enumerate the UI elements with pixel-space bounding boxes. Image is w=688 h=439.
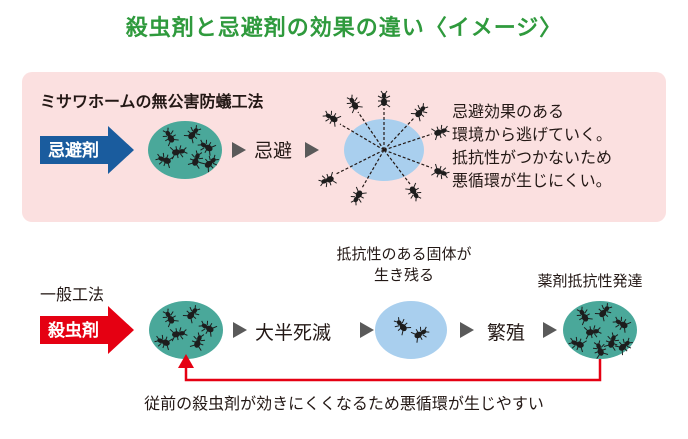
repellent-arrow-label: 忌避剤 (48, 140, 99, 161)
description-line: 悪循環が生じにくい。 (452, 171, 612, 190)
note-line: 抵抗性のある固体が (336, 245, 472, 263)
mass-death-step-label: 大半死滅 (255, 322, 332, 344)
insecticide-method-label: 一般工法 (40, 285, 105, 304)
repellent-method-label: ミサワホームの無公害防蟻工法 (40, 92, 264, 111)
survivor-group (375, 301, 447, 359)
insecticide-arrow (40, 306, 134, 354)
description-line: 抵抗性がつかないため (452, 148, 613, 167)
repellent-arrow (40, 126, 134, 174)
repel-rays (335, 108, 433, 189)
flow-triangle (305, 142, 319, 158)
resistance-note: 薬剤抵抗性発達 (537, 272, 643, 290)
diagram-title: 殺虫剤と忌避剤の効果の違い〈イメージ〉 (125, 16, 563, 41)
flow-triangle (360, 322, 374, 338)
survivor-note: 抵抗性のある固体が 生き残る (304, 244, 504, 286)
breeding-step-label: 繁殖 (487, 322, 526, 344)
flow-triangle (233, 322, 247, 338)
flow-triangle (460, 322, 474, 338)
cycle-return-arrow (178, 354, 602, 382)
termite-colony-before (148, 121, 222, 179)
note-line: 生き残る (373, 266, 434, 284)
cycle-note: 従前の殺虫剤が効きにくくなるため悪循環が生じやすい (144, 394, 544, 413)
repellent-description: 忌避効果のある 環境から逃げていく。 抵抗性がつかないため 悪循環が生じにくい。 (452, 100, 612, 192)
insecticide-arrow-label: 殺虫剤 (47, 320, 99, 341)
flow-triangle (232, 142, 246, 158)
description-line: 環境から逃げていく。 (452, 125, 613, 144)
description-line: 忌避効果のある (452, 102, 565, 121)
repel-step-label: 忌避 (254, 140, 293, 162)
flow-triangle (543, 322, 557, 338)
